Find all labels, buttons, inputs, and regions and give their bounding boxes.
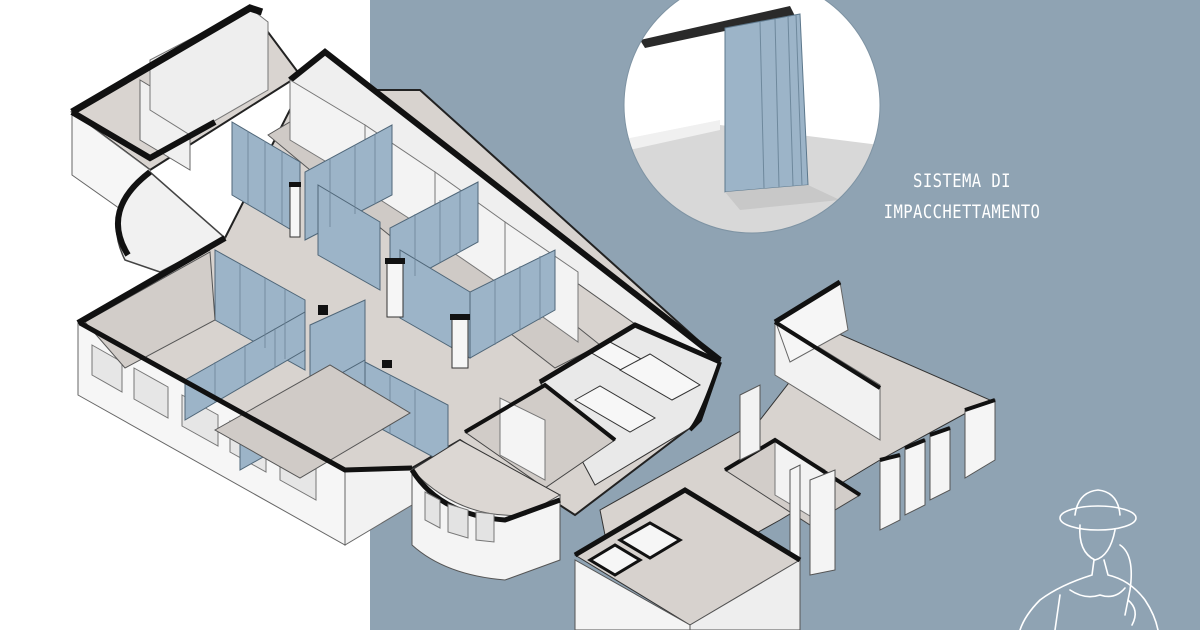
caption-line-1: SISTEMA DI [913,170,1011,192]
back-wall-cut [288,48,722,363]
front-left-rooms [84,249,411,479]
detail-circle [623,0,881,234]
main-building [70,4,722,581]
right-tower-cut-2 [773,320,882,390]
packing-system-caption: SISTEMA DI IMPACCHETTAMENTO [880,166,1044,228]
right-tower-cut [773,279,842,325]
lower-center-rooms [463,382,617,489]
bottom-box-front [574,559,691,630]
left-curved-bay-cut [114,169,152,257]
front-bottom-cut-wall [78,320,413,473]
right-fins [879,399,996,531]
figure-with-hat-sketch-icon [1019,489,1159,630]
upper-wing-cut-wall [70,4,264,116]
right-building [573,279,996,630]
pillars [289,184,469,369]
upper-wing-inner-wall-2 [149,7,269,136]
front-left-cut-wall [76,235,227,326]
caption-line-2: IMPACCHETTAMENTO [883,201,1041,223]
upper-wing-cut-wall-2 [70,109,217,162]
stacked-panels-detail-icon [724,13,809,193]
